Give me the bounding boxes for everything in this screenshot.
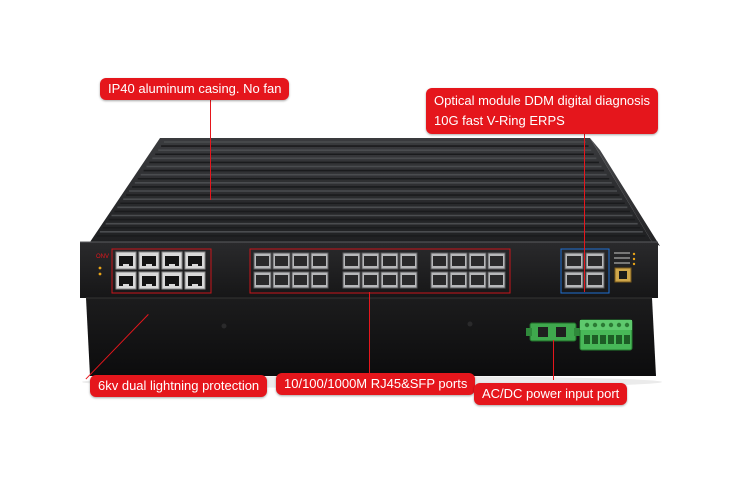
chassis-side	[590, 138, 660, 246]
sfp-port	[291, 271, 310, 289]
callout-power: AC/DC power input port	[474, 383, 628, 405]
sfp-port	[361, 271, 380, 289]
sfp-port	[487, 271, 506, 289]
sfp-port	[310, 271, 329, 289]
uplink-sfp-port	[564, 271, 584, 289]
callout-optical-line1: Optical module DDM digital diagnosis	[434, 93, 651, 108]
terminal-socket	[616, 335, 622, 344]
sfp-port	[399, 252, 418, 270]
leader-line-casing	[210, 96, 211, 200]
screw	[467, 321, 473, 327]
callout-power-text: AC/DC power input port	[482, 386, 620, 401]
sfp-port	[468, 271, 487, 289]
callout-casing: IP40 aluminum casing. No fan	[100, 78, 290, 100]
sfp-port	[253, 252, 272, 270]
rj45-port	[138, 271, 160, 290]
terminal-screw	[608, 322, 614, 328]
terminal-screw	[624, 322, 630, 328]
sfp-port	[272, 271, 291, 289]
brand-logo: ONV	[96, 254, 109, 260]
sfp-group-outline	[249, 248, 511, 294]
rj45-port	[161, 271, 183, 290]
sfp-port	[487, 252, 506, 270]
sfp-port	[342, 252, 361, 270]
callout-ports-text: 10/100/1000M RJ45&SFP ports	[284, 376, 468, 391]
uplink-sfp-port	[585, 252, 605, 270]
rj45-group-outline	[111, 248, 212, 294]
callout-lightning: 6kv dual lightning protection	[90, 375, 268, 397]
rj45-port	[184, 251, 206, 270]
terminal-screw	[584, 322, 590, 328]
uplink-sfp-ports	[564, 252, 605, 289]
uplink-sfp-port	[564, 252, 584, 270]
sfp-port	[342, 271, 361, 289]
callout-lightning-text: 6kv dual lightning protection	[98, 378, 260, 393]
terminal-socket	[592, 335, 598, 344]
terminal-screw	[592, 322, 598, 328]
screw	[221, 323, 227, 329]
uplink-group-outline	[560, 248, 610, 294]
terminal-socket	[608, 335, 614, 344]
terminal-screw	[616, 322, 622, 328]
leader-line-ports	[369, 292, 370, 374]
power-connector-ac	[526, 322, 580, 342]
callout-optical-line2: 10G fast V-Ring ERPS	[434, 113, 565, 128]
sfp-port	[468, 252, 487, 270]
uplink-sfp-port	[585, 271, 605, 289]
sfp-port	[380, 252, 399, 270]
callout-casing-text: IP40 aluminum casing. No fan	[108, 81, 282, 96]
sfp-port	[430, 252, 449, 270]
front-panel	[80, 242, 658, 298]
callout-ports: 10/100/1000M RJ45&SFP ports	[276, 373, 476, 395]
rj45-port	[184, 271, 206, 290]
sfp-port	[361, 252, 380, 270]
rj45-port	[115, 251, 137, 270]
leader-line-power	[553, 340, 554, 380]
terminal-socket	[584, 335, 590, 344]
sfp-port	[291, 252, 310, 270]
sfp-port	[449, 252, 468, 270]
callout-optical: Optical module DDM digital diagnosis 10G…	[426, 88, 659, 134]
leader-line-optical	[584, 127, 585, 292]
rj45-ports	[115, 251, 206, 290]
base-unit	[86, 298, 656, 376]
power-terminal-block	[579, 319, 633, 351]
sfp-ports	[253, 252, 506, 289]
rj45-port	[115, 271, 137, 290]
rj45-port	[138, 251, 160, 270]
sfp-port	[449, 271, 468, 289]
sfp-port	[253, 271, 272, 289]
terminal-screw	[600, 322, 606, 328]
sfp-port	[310, 252, 329, 270]
terminal-socket	[600, 335, 606, 344]
sfp-port	[272, 252, 291, 270]
rj45-port	[161, 251, 183, 270]
sfp-port	[399, 271, 418, 289]
terminal-socket	[624, 335, 630, 344]
sfp-port	[430, 271, 449, 289]
sfp-port	[380, 271, 399, 289]
